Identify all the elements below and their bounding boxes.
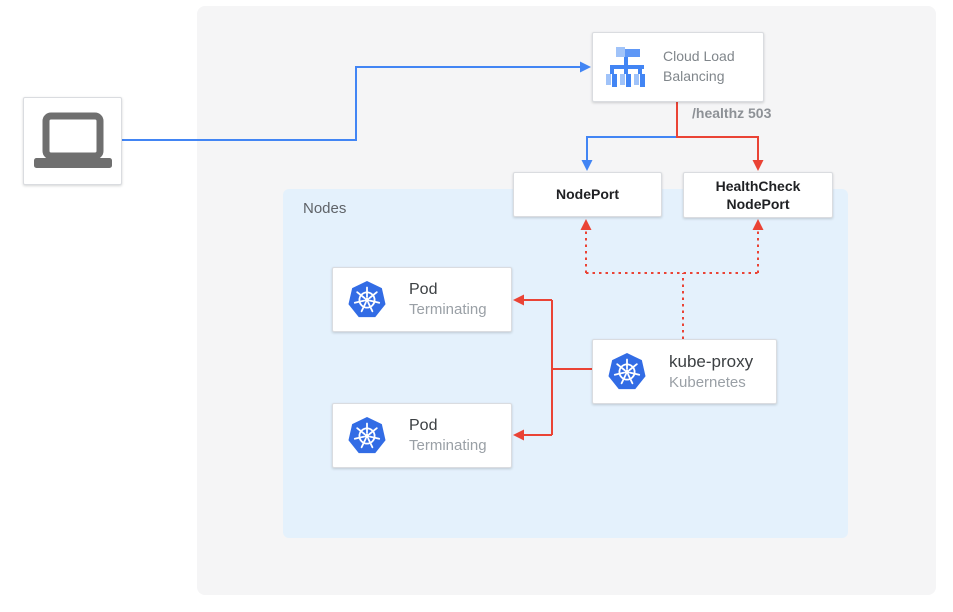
pod-1-title: Pod bbox=[409, 281, 438, 298]
healthcheck-label-line1: HealthCheck bbox=[715, 177, 801, 194]
pod-2-node: Pod Terminating bbox=[332, 403, 512, 468]
laptop-icon bbox=[33, 112, 112, 168]
clb-label-line1: Cloud Load bbox=[663, 48, 735, 65]
pod-1-text: Pod Terminating bbox=[409, 281, 487, 318]
kubernetes-icon bbox=[347, 280, 387, 320]
pod-1-status: Terminating bbox=[409, 301, 487, 318]
kubernetes-icon bbox=[347, 416, 387, 456]
healthcheck-label-line2: NodePort bbox=[726, 196, 790, 212]
pod-2-text: Pod Terminating bbox=[409, 417, 487, 454]
cloud-load-balancing-label: Cloud Load Balancing bbox=[663, 47, 735, 87]
pod-2-title: Pod bbox=[409, 417, 438, 434]
kube-proxy-node: kube-proxy Kubernetes bbox=[592, 339, 777, 404]
kube-proxy-text: kube-proxy Kubernetes bbox=[669, 352, 753, 391]
pod-1-node: Pod Terminating bbox=[332, 267, 512, 332]
healthcheck-nodeport-node: HealthCheck NodePort bbox=[683, 172, 833, 218]
kubernetes-icon bbox=[607, 352, 647, 392]
kube-proxy-title: kube-proxy bbox=[669, 352, 754, 371]
clb-label-line2: Balancing bbox=[663, 68, 725, 84]
nodes-region-label: Nodes bbox=[303, 200, 347, 217]
pod-2-status: Terminating bbox=[409, 437, 487, 454]
nodeport-node: NodePort bbox=[513, 172, 662, 217]
client-node bbox=[23, 97, 122, 185]
nodeport-label: NodePort bbox=[556, 186, 619, 203]
cloud-load-balancing-icon bbox=[606, 47, 645, 87]
kube-proxy-subtitle: Kubernetes bbox=[669, 374, 746, 391]
cloud-load-balancing-node: Cloud Load Balancing bbox=[592, 32, 764, 102]
healthz-edge-label: /healthz 503 bbox=[692, 105, 772, 121]
